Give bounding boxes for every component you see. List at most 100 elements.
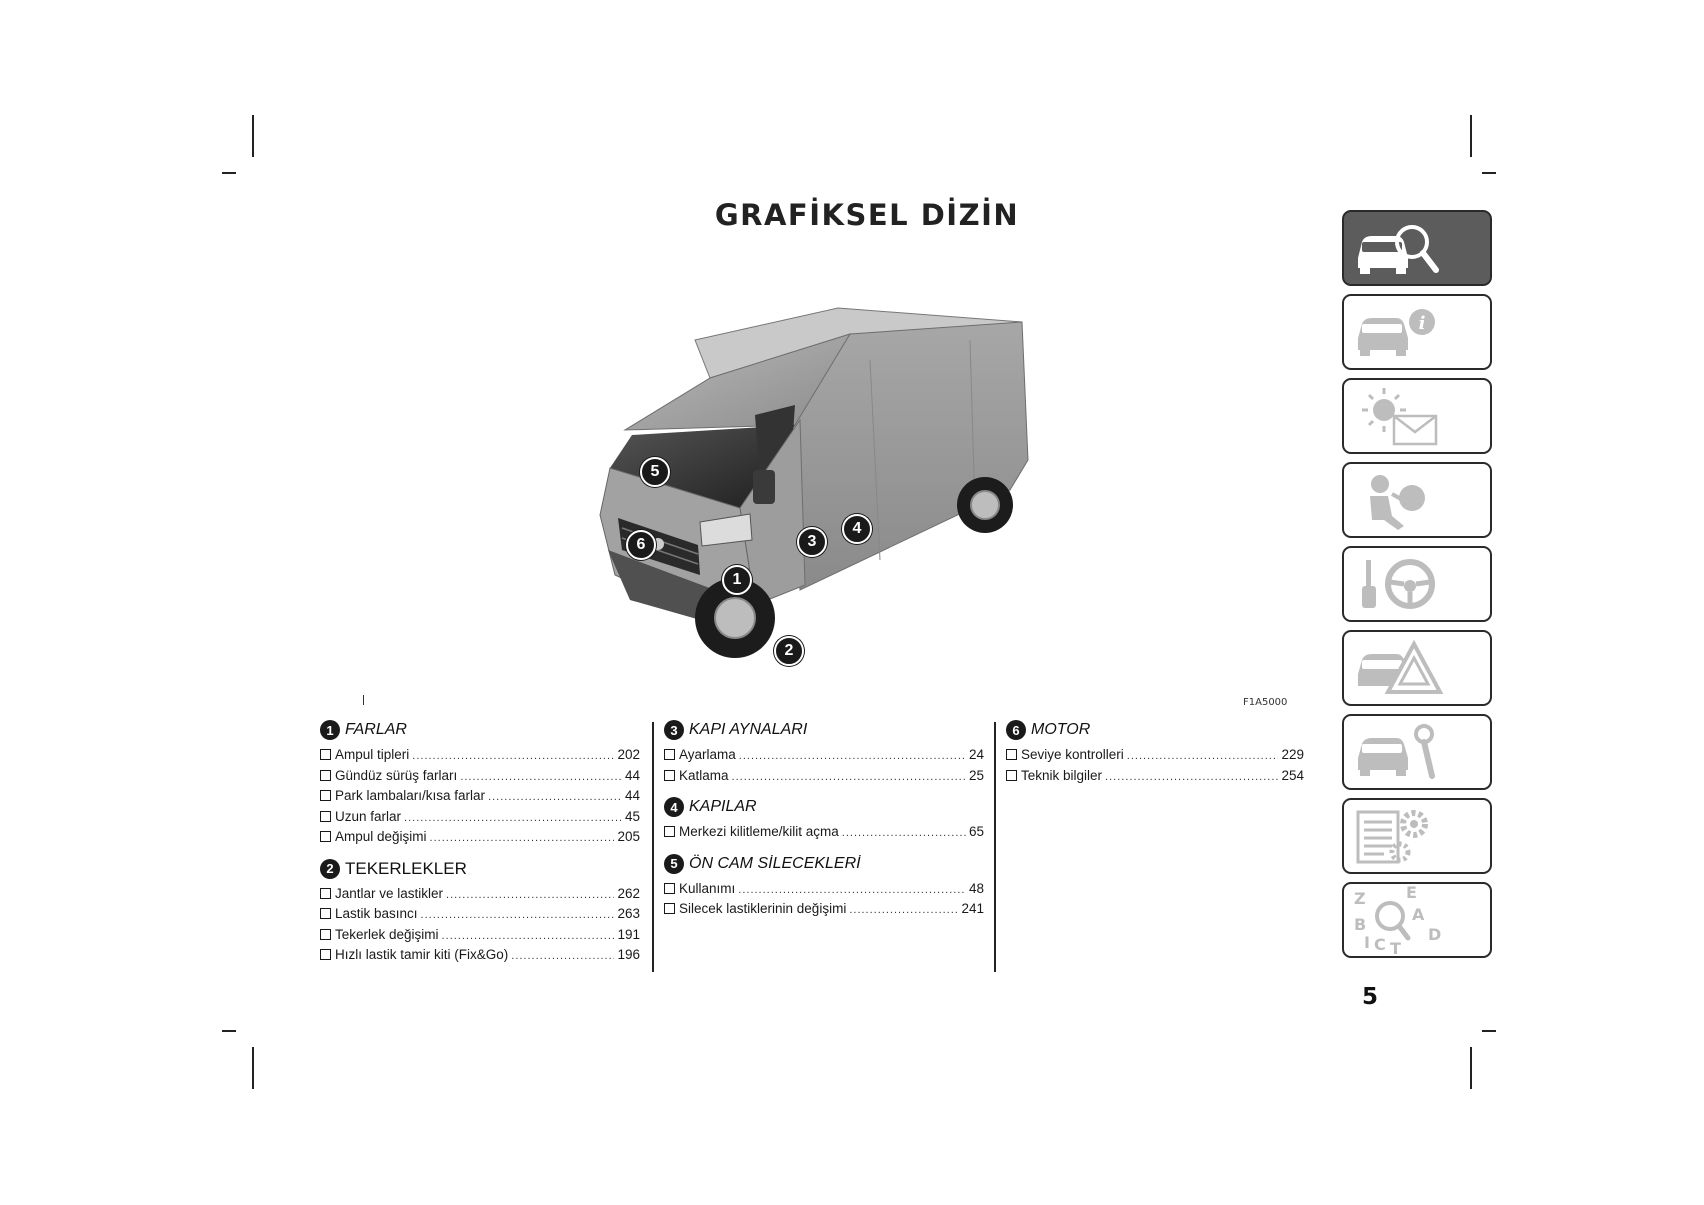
index-entry[interactable]: Seviye kontrolleri229	[1006, 745, 1304, 766]
section-number: 4	[664, 797, 684, 817]
checkbox-bullet-icon	[320, 928, 331, 940]
callout-6: 6	[626, 530, 656, 560]
svg-text:Z: Z	[1354, 889, 1366, 908]
checkbox-bullet-icon	[1006, 749, 1017, 760]
index-entry[interactable]: Hızlı lastik tamir kiti (Fix&Go)196	[320, 945, 640, 966]
figure-tick	[363, 695, 364, 705]
crop-mark-bottom-left	[252, 1047, 254, 1089]
crop-mark-bottom-right-h	[1482, 1030, 1496, 1032]
checkbox-bullet-icon	[320, 749, 331, 760]
section-title: TEKERLEKLER	[345, 858, 467, 878]
key-steering-wheel-icon	[1362, 559, 1435, 609]
checkbox-bullet-icon	[664, 769, 675, 781]
tab-technical-data[interactable]	[1342, 798, 1492, 874]
checkbox-bullet-icon	[320, 831, 331, 842]
section-title: KAPI AYNALARI	[689, 721, 808, 738]
page-ref: 196	[617, 947, 640, 962]
section-number: 3	[664, 720, 684, 740]
index-entry[interactable]: Gündüz sürüş farları44	[320, 766, 640, 787]
index-entry[interactable]: Merkezi kilitleme/kilit açma65	[664, 822, 984, 843]
section-on-cam-silecekleri: 5 ÖN CAM SİLECEKLERİ Kullanımı48 Silecek …	[664, 852, 984, 920]
page-ref: 205	[617, 829, 640, 844]
page-ref: 254	[1281, 767, 1304, 783]
svg-text:B: B	[1354, 915, 1366, 934]
section-number: 1	[320, 720, 340, 740]
svg-text:I: I	[1364, 933, 1370, 952]
section-title: KAPILAR	[689, 798, 757, 815]
tab-maintenance[interactable]	[1342, 714, 1492, 790]
page-ref: 48	[968, 880, 984, 896]
checkbox-bullet-icon	[664, 903, 675, 914]
svg-text:E: E	[1406, 884, 1417, 902]
callout-4: 4	[842, 514, 872, 544]
warning-light-envelope-icon	[1362, 388, 1438, 446]
checkbox-bullet-icon	[664, 826, 675, 837]
crop-mark-top-left-h	[222, 172, 236, 174]
checkbox-bullet-icon	[1006, 769, 1017, 781]
index-entry[interactable]: Lastik basıncı263	[320, 904, 640, 925]
section-title: MOTOR	[1031, 721, 1091, 738]
car-magnifier-icon	[1358, 225, 1439, 274]
page-title: GRAFİKSEL DİZİN	[714, 198, 1020, 232]
index-entry[interactable]: Katlama25	[664, 766, 984, 787]
tab-graphic-index[interactable]	[1342, 210, 1492, 286]
tab-warning-lights[interactable]	[1342, 378, 1492, 454]
callout-1: 1	[722, 565, 752, 595]
column-divider	[994, 722, 996, 972]
tab-safety[interactable]	[1342, 462, 1492, 538]
index-entry[interactable]: Park lambaları/kısa farlar44	[320, 786, 640, 807]
tab-starting-driving[interactable]	[1342, 546, 1492, 622]
section-number: 6	[1006, 720, 1026, 740]
callout-2: 2	[774, 636, 804, 666]
index-entry[interactable]: Jantlar ve lastikler262	[320, 884, 640, 905]
index-entry[interactable]: Ampul tipleri202	[320, 745, 640, 766]
index-entry[interactable]: Ampul değişimi205	[320, 827, 640, 848]
svg-text:C: C	[1374, 935, 1386, 954]
tab-vehicle-info[interactable]: i	[1342, 294, 1492, 370]
page-ref: 191	[617, 926, 640, 942]
index-entry[interactable]: Tekerlek değişimi191	[320, 925, 640, 946]
car-warning-triangle-icon	[1358, 639, 1444, 694]
tab-alphabetical-index[interactable]: Z E A B D C T I	[1342, 882, 1492, 958]
crop-mark-bottom-right	[1470, 1047, 1472, 1089]
page-ref: 45	[624, 808, 640, 824]
checkbox-bullet-icon	[320, 887, 331, 899]
callout-3: 3	[797, 527, 827, 557]
alphabet-index-icon: Z E A B D C T I	[1354, 884, 1441, 956]
checkbox-bullet-icon	[320, 949, 331, 960]
section-kapilar: 4 KAPILAR Merkezi kilitleme/kilit açma65	[664, 795, 984, 843]
checkbox-bullet-icon	[320, 769, 331, 781]
tab-emergency[interactable]	[1342, 630, 1492, 706]
car-info-icon: i	[1358, 309, 1435, 356]
page-ref: 25	[968, 767, 984, 783]
crop-mark-top-left	[252, 115, 254, 157]
document-gears-icon	[1356, 810, 1428, 864]
crop-mark-bottom-left-h	[222, 1030, 236, 1032]
car-wrench-icon	[1358, 724, 1435, 779]
index-column-3: 6 MOTOR Seviye kontrolleri229 Teknik bilg…	[1006, 718, 1304, 795]
crop-mark-top-right-h	[1482, 172, 1496, 174]
svg-text:D: D	[1428, 925, 1441, 944]
section-kapi-aynalari: 3 KAPI AYNALARI Ayarlama24 Katlama25	[664, 718, 984, 786]
checkbox-bullet-icon	[664, 749, 675, 760]
page-ref: 24	[968, 747, 984, 762]
section-title: ÖN CAM SİLECEKLERİ	[689, 854, 861, 872]
index-entry[interactable]: Kullanımı48	[664, 879, 984, 900]
page-ref: 202	[617, 747, 640, 762]
page-ref: 65	[968, 824, 984, 839]
section-motor: 6 MOTOR Seviye kontrolleri229 Teknik bilg…	[1006, 718, 1304, 786]
van-illustration	[599, 307, 1029, 658]
index-entry[interactable]: Ayarlama24	[664, 745, 984, 766]
index-entry[interactable]: Silecek lastiklerinin değişimi241	[664, 899, 984, 920]
figure-code: F1A5000	[1243, 697, 1288, 708]
index-column-2: 3 KAPI AYNALARI Ayarlama24 Katlama25 4 KAP…	[664, 718, 984, 929]
checkbox-bullet-icon	[320, 810, 331, 822]
page-ref: 44	[624, 788, 640, 803]
page-ref: 44	[624, 767, 640, 783]
section-number: 5	[664, 853, 684, 874]
index-entry[interactable]: Teknik bilgiler254	[1006, 766, 1304, 787]
index-entry[interactable]: Uzun farlar45	[320, 807, 640, 828]
